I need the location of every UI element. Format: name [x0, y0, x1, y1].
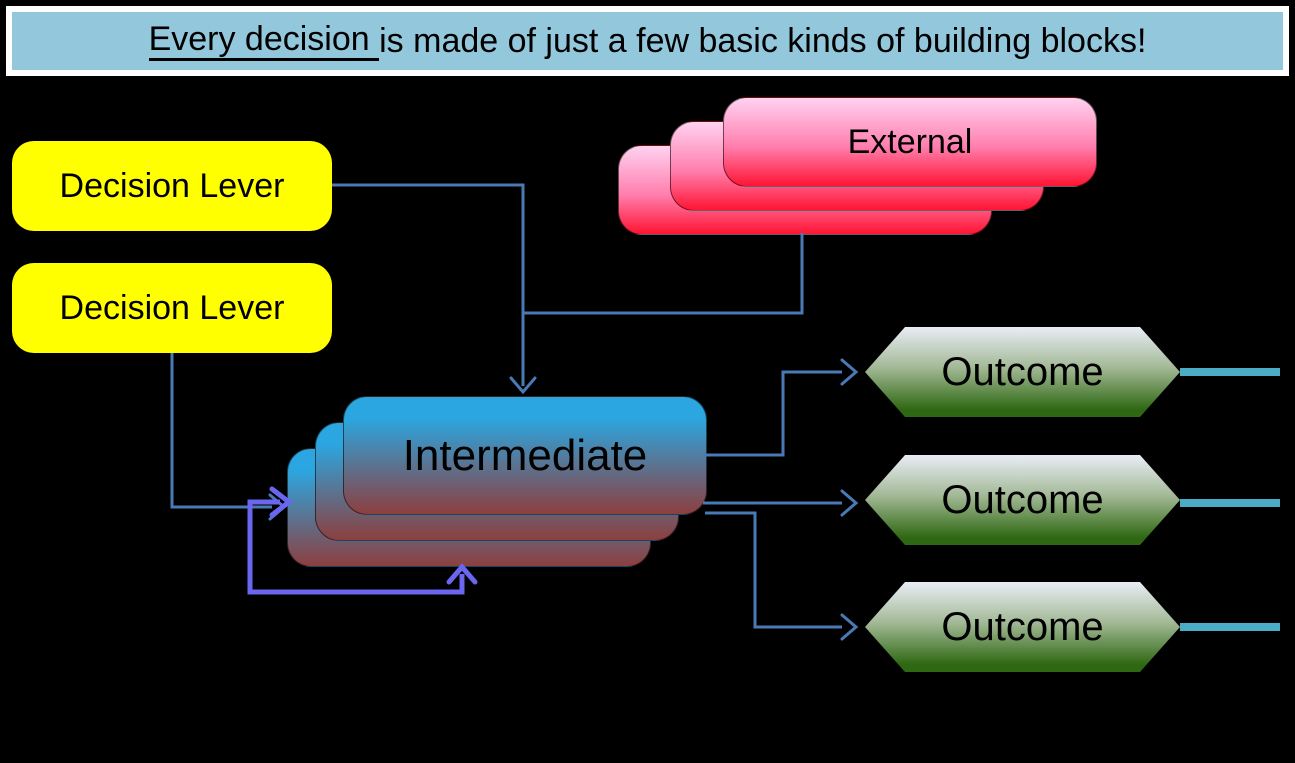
external-label: External	[847, 122, 973, 161]
title-underlined-text: Every decision	[148, 22, 380, 61]
outcome-1-result-line	[1180, 368, 1280, 376]
outcome-2-result-line	[1180, 499, 1280, 507]
decision-lever-2-box: Decision Lever	[12, 263, 332, 353]
connector-lever2-to-intermediate	[170, 353, 272, 509]
arrowhead-into-outcome3-icon	[840, 613, 859, 641]
external-box: External	[723, 97, 1097, 187]
outcome-1-box: Outcome	[865, 327, 1180, 417]
intermediate-label: Intermediate	[402, 430, 648, 480]
connector-external-to-intermediate	[523, 233, 804, 315]
outcome-1-label: Outcome	[941, 349, 1104, 394]
intermediate-box: Intermediate	[343, 396, 707, 515]
title-banner: Every decision is made of just a few bas…	[6, 6, 1289, 76]
decision-lever-1-label: Decision Lever	[59, 166, 285, 205]
outcome-3-label: Outcome	[941, 604, 1104, 649]
outcome-2-label: Outcome	[941, 477, 1104, 522]
arrowhead-into-outcome1-icon	[840, 358, 859, 386]
decision-lever-2-label: Decision Lever	[59, 288, 285, 327]
outcome-3-result-line	[1180, 623, 1280, 631]
arrowhead-right-into-intermediate-left-icon	[268, 493, 287, 521]
connector-intermediate-to-outcome3	[705, 511, 842, 629]
connector-lever1-to-intermediate	[332, 183, 525, 386]
outcome-2-box: Outcome	[865, 455, 1180, 545]
title-rest-text: is made of just a few basic kinds of bui…	[379, 22, 1147, 60]
arrowhead-into-outcome2-icon	[840, 489, 859, 517]
arrowhead-down-into-intermediate-top-icon	[509, 376, 537, 395]
outcome-3-box: Outcome	[865, 582, 1180, 672]
arrowhead-loop-up-icon	[446, 563, 478, 585]
decision-lever-1-box: Decision Lever	[12, 141, 332, 231]
connector-intermediate-to-outcome1	[703, 370, 842, 457]
